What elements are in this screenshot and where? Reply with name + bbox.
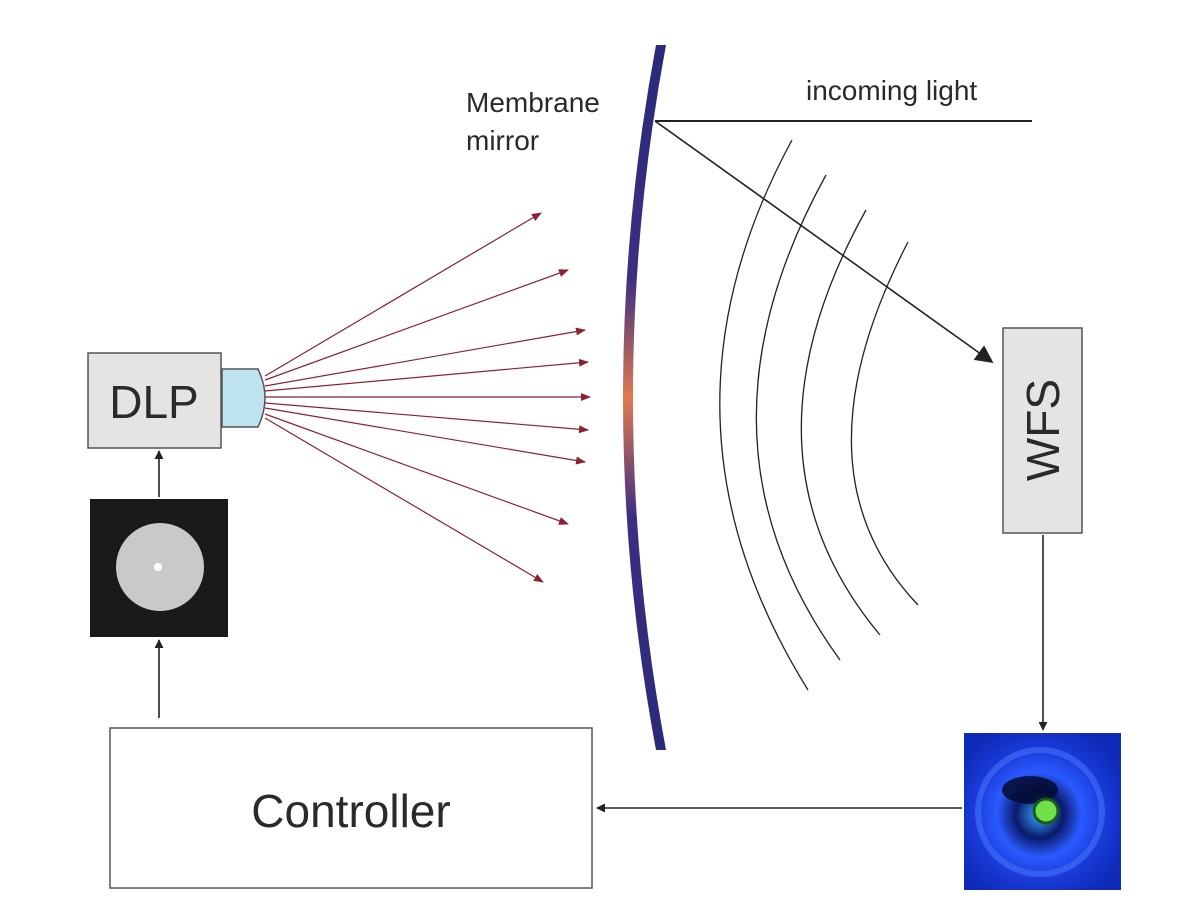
controller-box xyxy=(109,727,593,889)
wfs-box xyxy=(1002,327,1083,534)
projection-rays xyxy=(264,212,591,583)
wfs-image xyxy=(964,733,1121,890)
controller-block: Controller xyxy=(109,727,593,889)
projection-ray xyxy=(264,402,589,434)
projection-ray xyxy=(264,212,542,377)
projection-ray xyxy=(264,417,544,583)
wfs-label: WFS xyxy=(1017,379,1069,481)
wavefront-curve xyxy=(719,139,809,691)
wavefronts xyxy=(719,139,919,691)
wavefront-curve xyxy=(850,241,919,606)
pattern-image xyxy=(90,499,228,637)
dlp-block: DLP xyxy=(87,352,222,449)
dlp-box xyxy=(87,352,222,449)
membrane-mirror-label-line2: mirror xyxy=(466,125,539,156)
controller-label: Controller xyxy=(251,785,450,837)
membrane-mirror xyxy=(623,45,666,750)
wavefront-curve xyxy=(800,209,881,636)
wfs-block: WFS xyxy=(1002,327,1083,534)
dlp-label: DLP xyxy=(109,376,198,428)
reflected-beam-arrow xyxy=(654,120,994,364)
projection-ray xyxy=(264,407,586,465)
projection-ray xyxy=(264,413,569,525)
projection-ray xyxy=(264,358,589,392)
incoming-light-label: incoming light xyxy=(806,75,977,106)
dlp-lens xyxy=(221,368,266,428)
membrane-mirror-label-line1: Membrane xyxy=(466,87,600,118)
wavefront-spot-image-icon xyxy=(1032,797,1060,825)
projection-ray xyxy=(264,269,569,381)
projection-ray xyxy=(264,327,586,387)
wavefront-curve xyxy=(755,174,841,661)
